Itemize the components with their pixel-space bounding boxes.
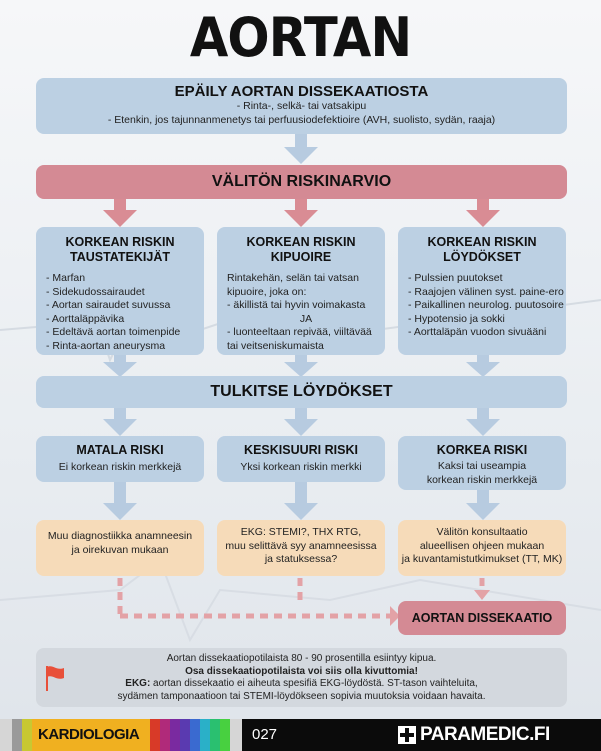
dissection-result-label: AORTAN DISSEKAATIO: [411, 611, 553, 625]
suspicion-line-2: - Etenkin, jos tajunnanmenetys tai perfu…: [107, 113, 496, 126]
risk-factors-box: KORKEAN RISKIN TAUSTATEKIJÄT - Marfan - …: [36, 227, 204, 355]
note-line-1: Aortan dissekaatiopotilaista 80 - 90 pro…: [166, 653, 437, 664]
arrow-down-icon: [284, 355, 318, 377]
risk-assessment-label: VÄLITÖN RISKINARVIO: [211, 173, 392, 190]
medium-risk-box: KESKISUURI RISKI Yksi korkean riskin mer…: [217, 436, 385, 482]
arrow-down-icon: [466, 199, 500, 227]
low-risk-text: Ei korkean riskin merkkejä: [58, 461, 182, 473]
risk-assessment-bar: VÄLITÖN RISKINARVIO: [36, 165, 567, 199]
arrow-down-icon: [103, 482, 137, 520]
arrow-down-icon: [103, 355, 137, 377]
pain-symptom-heading: KORKEAN RISKIN KIPUOIRE: [246, 235, 356, 264]
high-risk-action-box: Välitön konsultaatio alueellisen ohjeen …: [398, 520, 566, 576]
medium-risk-action-text: EKG: STEMI?, THX RTG, muu selittävä syy …: [225, 526, 377, 565]
findings-heading: KORKEAN RISKIN LÖYDÖKSET: [427, 235, 537, 264]
list-item: - Edeltävä aortan toimenpide: [46, 326, 181, 338]
footer: KARDIOLOGIA 027 PARAMEDIC.FI: [0, 719, 601, 751]
low-risk-heading: MATALA RISKI: [76, 443, 164, 457]
footer-category: KARDIOLOGIA: [38, 726, 140, 743]
high-risk-box: KORKEA RISKI Kaksi tai useampia korkean …: [398, 436, 566, 490]
medium-risk-text: Yksi korkean riskin merkki: [240, 461, 362, 473]
note-box: Aortan dissekaatiopotilaista 80 - 90 pro…: [36, 648, 567, 707]
footer-brand: PARAMEDIC.FI: [420, 724, 550, 745]
risk-factors-list: - Marfan - Sidekudossairaudet - Aortan s…: [36, 272, 204, 353]
paramedic-logo-icon: [398, 726, 416, 744]
interpret-bar: TULKITSE LÖYDÖKSET: [36, 376, 567, 408]
note-ekg-label: EKG:: [125, 678, 151, 689]
list-item: - Aortan sairaudet suvussa: [46, 299, 171, 311]
arrow-down-icon: [466, 408, 500, 436]
arrow-down-icon: [284, 482, 318, 520]
dashed-connector: [117, 578, 490, 626]
list-item: - Aorttaläppävika: [46, 312, 125, 325]
list-item: - Rinta-aortan aneurysma: [46, 339, 166, 352]
dissection-result-box: AORTAN DISSEKAATIO: [398, 601, 566, 635]
arrow-down-icon: [466, 490, 500, 520]
high-risk-action-text: Välitön konsultaatio alueellisen ohjeen …: [401, 526, 563, 565]
red-flag-icon: [46, 666, 64, 691]
high-risk-text: Kaksi tai useampia korkean riskin merkke…: [426, 460, 538, 486]
list-item: - Pulssien puutokset: [408, 272, 503, 284]
findings-list: - Pulssien puutokset - Raajojen välinen …: [398, 272, 566, 340]
list-item: JA: [299, 312, 313, 325]
list-item: - luonteeltaan repivää, viiltävää: [227, 326, 372, 338]
arrow-down-icon: [284, 199, 318, 227]
pain-symptom-box: KORKEAN RISKIN KIPUOIRE Rintakehän, selä…: [217, 227, 385, 355]
list-item: - äkillistä tai hyvin voimakasta: [227, 299, 366, 311]
pain-symptom-list: Rintakehän, selän tai vatsan kipuoire, j…: [217, 272, 385, 353]
list-item: - Marfan: [46, 272, 86, 284]
list-item: - Paikallinen neurolog. puutosoire: [408, 299, 564, 311]
list-item: tai veitseniskumaista: [227, 339, 324, 352]
list-item: - Hypotensio ja sokki: [408, 312, 505, 325]
arrow-down-icon: [103, 408, 137, 436]
note-ekg-text: aortan dissekaatio ei aiheuta spesifiä E…: [150, 678, 478, 689]
low-risk-action-text: Muu diagnostiikka anamneesin ja oirekuva…: [47, 530, 193, 556]
list-item: - Raajojen välinen syst. paine-ero: [408, 285, 564, 298]
list-item: - Aorttaläpän vuodon sivuääni: [408, 326, 547, 338]
arrow-down-icon: [284, 134, 318, 164]
footer-number: 027: [252, 726, 278, 743]
list-item: Rintakehän, selän tai vatsan: [227, 272, 359, 284]
arrow-down-icon: [103, 199, 137, 227]
list-item: - Sidekudossairaudet: [46, 285, 145, 298]
arrow-down-icon: [284, 408, 318, 436]
low-risk-action-box: Muu diagnostiikka anamneesin ja oirekuva…: [36, 520, 204, 576]
suspicion-box: EPÄILY AORTAN DISSEKAATIOSTA - Rinta-, s…: [36, 78, 567, 134]
note-line-3: EKG: aortan dissekaatio ei aiheuta spesi…: [36, 678, 567, 691]
high-risk-heading: KORKEA RISKI: [436, 443, 528, 457]
medium-risk-action-box: EKG: STEMI?, THX RTG, muu selittävä syy …: [217, 520, 385, 576]
suspicion-line-1: - Rinta-, selkä- tai vatsakipu: [236, 100, 367, 112]
medium-risk-heading: KESKISUURI RISKI: [244, 443, 358, 457]
note-line-4: sydämen tamponaatioon tai STEMI-löydökse…: [117, 690, 486, 702]
note-line-2: Osa dissekaatiopotilaista voi siis olla …: [185, 665, 418, 677]
low-risk-box: MATALA RISKI Ei korkean riskin merkkejä: [36, 436, 204, 482]
arrow-down-icon: [466, 355, 500, 377]
suspicion-heading: EPÄILY AORTAN DISSEKAATIOSTA: [174, 83, 429, 100]
list-item: kipuoire, joka on:: [227, 285, 307, 298]
interpret-label: TULKITSE LÖYDÖKSET: [210, 383, 393, 400]
findings-box: KORKEAN RISKIN LÖYDÖKSET - Pulssien puut…: [398, 227, 566, 355]
risk-factors-heading: KORKEAN RISKIN TAUSTATEKIJÄT: [65, 235, 175, 264]
